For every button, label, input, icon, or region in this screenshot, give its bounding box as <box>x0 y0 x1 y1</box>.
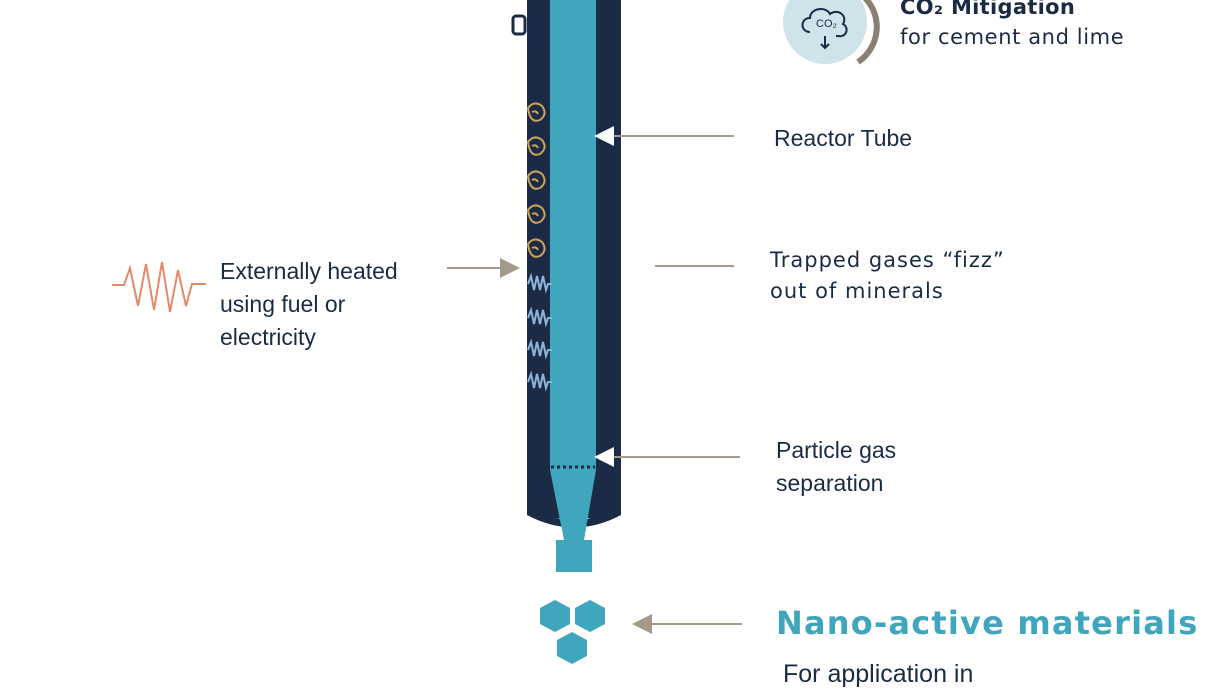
heating-label: Externally heated using fuel or electric… <box>220 255 398 354</box>
hexagon-cluster-icon <box>540 600 605 664</box>
reactor-tube-label: Reactor Tube <box>774 125 913 151</box>
reactor-inner-tube <box>550 0 596 540</box>
nano-materials-label: Nano-active materials <box>776 604 1199 642</box>
badge-ring <box>856 0 880 65</box>
mitigation-title: CO₂ Mitigation <box>900 0 1076 19</box>
badge-circle <box>783 0 867 64</box>
reactor-outlet-nozzle <box>556 540 592 572</box>
reactor-side-port <box>511 14 527 36</box>
badge-co2-text: CO₂ <box>816 18 837 30</box>
heat-wave-icon <box>112 261 206 313</box>
mitigation-subtitle: for cement and lime <box>900 25 1125 49</box>
trapped-gases-line: out of minerals <box>770 279 944 303</box>
reactor-bottom-cap <box>527 505 621 528</box>
separation-label-line: Particle gas <box>776 437 897 463</box>
trapped-gases-line: Trapped gases “fizz” <box>770 248 1005 272</box>
trapped-gases-label: Trapped gases “fizz” out of minerals <box>770 245 1005 307</box>
application-label: For application in <box>783 660 974 688</box>
mineral-particle-icon <box>526 102 546 258</box>
co2-badge: CO₂ <box>783 0 880 65</box>
heating-label-line: Externally heated <box>220 258 398 284</box>
reactor-tube-arrow <box>594 126 734 146</box>
separation-arrow <box>594 447 740 467</box>
heating-label-line: using fuel or <box>220 291 346 317</box>
co2-cloud-icon <box>801 8 848 50</box>
separation-label: Particle gas separation <box>776 434 896 500</box>
gas-squiggle-icon <box>527 272 552 392</box>
heating-label-line: electricity <box>220 324 316 350</box>
nano-arrow <box>632 614 742 634</box>
heating-arrow <box>447 258 520 278</box>
reactor-body <box>511 0 621 572</box>
separation-label-line: separation <box>776 470 884 496</box>
